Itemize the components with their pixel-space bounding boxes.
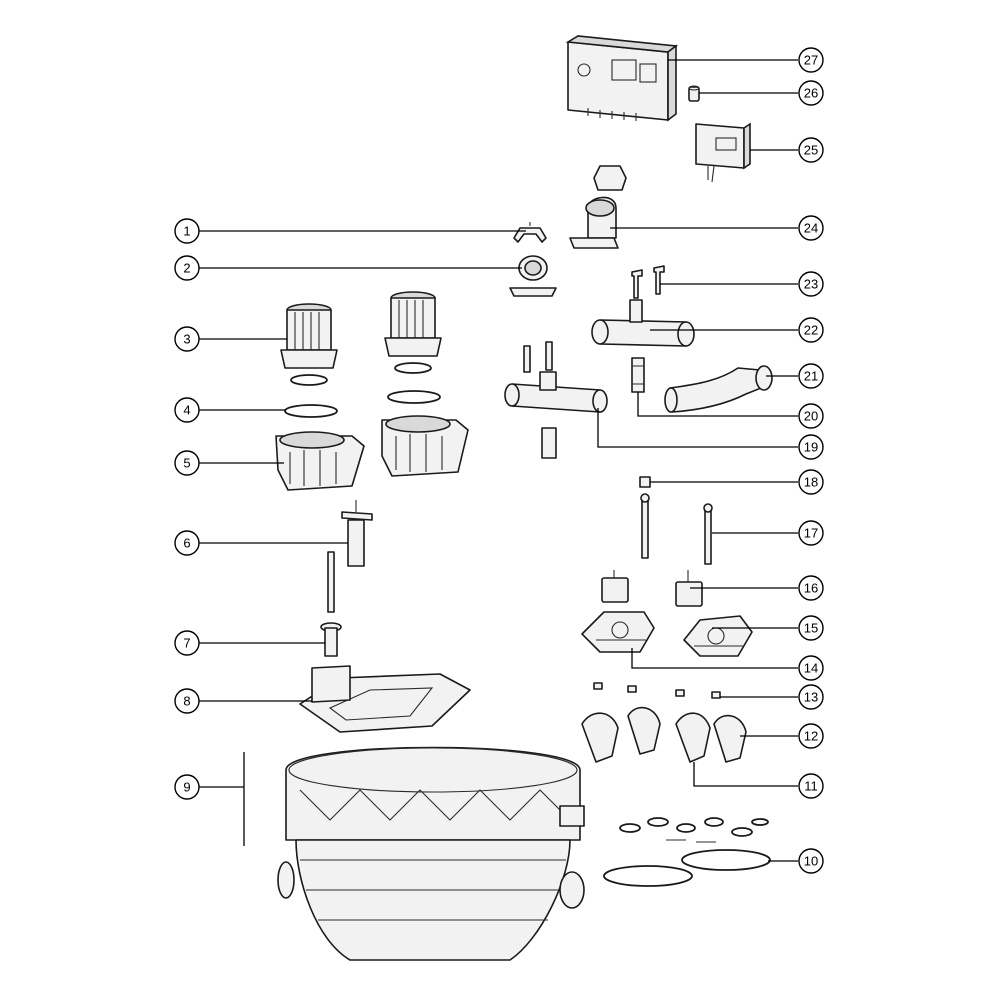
callout-26: 26	[798, 80, 824, 106]
callout-14-label: 14	[804, 661, 818, 676]
callout-21: 21	[798, 363, 824, 389]
callout-13: 13	[798, 684, 824, 710]
callout-20: 20	[798, 403, 824, 429]
callout-19-label: 19	[804, 440, 818, 455]
part-12-pipe-clamp-set	[627, 706, 747, 763]
callout-4: 4	[174, 397, 200, 423]
callout-1: 1	[174, 218, 200, 244]
callout-23-label: 23	[804, 277, 818, 292]
callout-22-label: 22	[804, 323, 818, 338]
part-13-nuts	[593, 682, 721, 699]
part-3-filter-cartridge-left	[280, 303, 338, 386]
part-23-valve-handles	[631, 265, 665, 299]
part-10-gasket-set	[603, 817, 771, 887]
callout-16-label: 16	[804, 581, 818, 596]
callout-26-label: 26	[804, 86, 818, 101]
callout-17-label: 17	[804, 526, 818, 541]
callout-18-label: 18	[804, 475, 818, 490]
part-8-lid-plate	[299, 665, 471, 733]
callout-5: 5	[174, 450, 200, 476]
callout-11: 11	[798, 773, 824, 799]
part-5-filter-housing-left	[275, 431, 365, 491]
callout-20-label: 20	[804, 409, 818, 424]
part-18-connector	[639, 476, 651, 488]
part-19-valve-assembly	[504, 341, 608, 459]
part-7-pipe-stub	[320, 622, 342, 657]
part-1-bracket-clamp	[513, 222, 547, 243]
callout-7: 7	[174, 630, 200, 656]
part-22-pipe-tee	[591, 299, 695, 347]
callout-3-label: 3	[183, 332, 190, 347]
callout-18: 18	[798, 469, 824, 495]
callout-24: 24	[798, 215, 824, 241]
callout-6-label: 6	[183, 536, 190, 551]
part-15-pump-body	[683, 615, 753, 657]
callout-24-label: 24	[804, 221, 818, 236]
part-16-junction-box	[601, 570, 703, 607]
callout-23: 23	[798, 271, 824, 297]
callout-27-label: 27	[804, 53, 818, 68]
callout-8: 8	[174, 688, 200, 714]
callout-11-label: 11	[804, 779, 818, 794]
part-6-sensor-tube	[327, 500, 373, 613]
callout-13-label: 13	[804, 690, 818, 705]
callout-25: 25	[798, 137, 824, 163]
part-17-level-sensor	[640, 493, 713, 565]
callout-12-label: 12	[804, 729, 818, 744]
callout-25-label: 25	[804, 143, 818, 158]
callout-22: 22	[798, 317, 824, 343]
part-21-bent-pipe	[664, 365, 773, 413]
callout-16: 16	[798, 575, 824, 601]
part-4-o-rings	[284, 390, 441, 418]
callout-17: 17	[798, 520, 824, 546]
callout-21-label: 21	[804, 369, 818, 384]
part-5-filter-housing-right	[381, 415, 469, 477]
callout-10-label: 10	[804, 854, 818, 869]
part-27-control-cabinet	[565, 35, 679, 122]
part-11-pipe-clamp-set	[581, 712, 711, 763]
part-26-cap	[688, 85, 700, 102]
callout-6: 6	[174, 530, 200, 556]
callout-12: 12	[798, 723, 824, 749]
callout-3: 3	[174, 326, 200, 352]
part-3-filter-cartridge-right	[384, 291, 442, 374]
callout-7-label: 7	[183, 636, 190, 651]
part-9-main-tank	[277, 746, 585, 961]
callout-9: 9	[174, 774, 200, 800]
part-25-controller	[695, 122, 751, 183]
callout-1-label: 1	[183, 224, 190, 239]
callout-14: 14	[798, 655, 824, 681]
callout-27: 27	[798, 47, 824, 73]
callout-4-label: 4	[183, 403, 190, 418]
part-2-valve-body	[509, 255, 557, 297]
callout-5-label: 5	[183, 456, 190, 471]
part-24-elbow-outlet	[569, 165, 627, 249]
part-20-clip	[631, 357, 645, 393]
callout-2: 2	[174, 255, 200, 281]
callout-10: 10	[798, 848, 824, 874]
callout-15: 15	[798, 615, 824, 641]
part-14-pump-body	[581, 611, 655, 653]
callout-19: 19	[798, 434, 824, 460]
callout-8-label: 8	[183, 694, 190, 709]
leader-lines	[199, 59, 798, 862]
callout-2-label: 2	[183, 261, 190, 276]
callout-15-label: 15	[804, 621, 818, 636]
callout-9-label: 9	[183, 780, 190, 795]
